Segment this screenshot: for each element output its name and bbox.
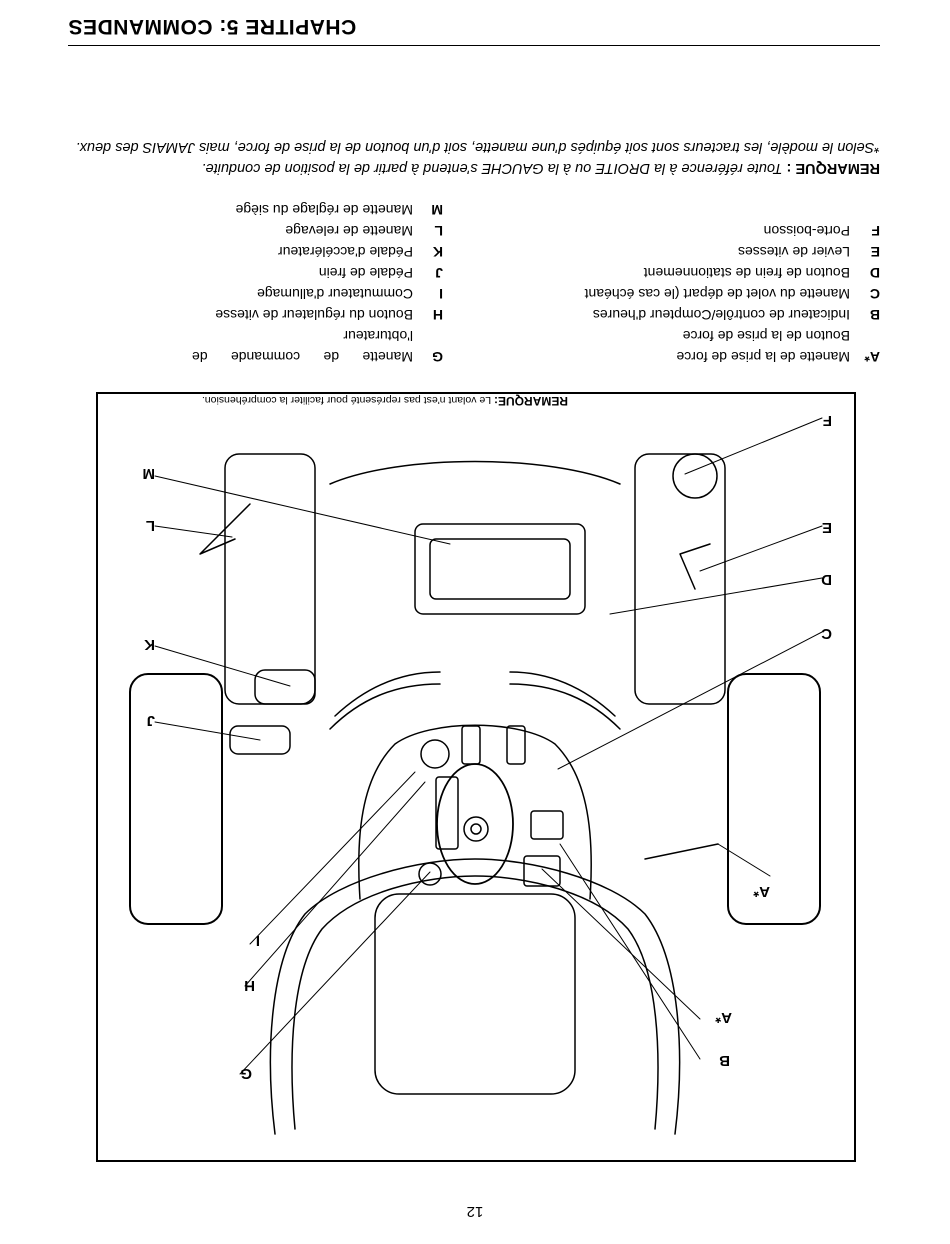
hood (269, 858, 681, 1135)
callout-a-lever: A* (753, 883, 770, 900)
callout-g: G (240, 1065, 252, 1082)
hood-inner (291, 875, 659, 1130)
figure-note: REMARQUE: Le volant n'est pas représenté… (202, 394, 568, 408)
accelerator-pedal (254, 669, 316, 705)
lift-lever (199, 503, 251, 555)
figure-note-label: REMARQUE: (494, 394, 568, 408)
throttle-slot (435, 776, 459, 850)
callout-i: I (255, 932, 260, 949)
leader-j (154, 721, 261, 741)
left-console (634, 453, 726, 705)
dash-switch-b (461, 725, 481, 765)
brake-pedal (229, 725, 291, 755)
leader-l (154, 525, 233, 538)
callout-c: C (821, 625, 832, 642)
callout-l: L (145, 517, 155, 534)
chapter-title: CHAPITRE 5: COMMANDES (68, 15, 357, 38)
vent-left-2 (509, 671, 616, 717)
leader-h (244, 781, 426, 987)
dashboard (358, 724, 592, 900)
hour-meter (530, 810, 564, 840)
callout-a-knob: A* (715, 1009, 732, 1026)
callout-k: K (144, 636, 155, 653)
callout-b: B (719, 1052, 730, 1069)
cup-holder (672, 453, 718, 499)
callout-d: D (821, 571, 832, 588)
vent-left-1 (509, 683, 621, 730)
pto-knob-housing (523, 855, 561, 887)
leader-e (699, 525, 823, 572)
seat-deck (414, 523, 586, 615)
leader-a-knob (541, 868, 701, 1020)
vent-right-2 (334, 671, 441, 717)
leader-a-lever (717, 843, 771, 877)
callout-f: F (822, 412, 832, 429)
header-rule (68, 45, 880, 46)
leader-m (154, 475, 451, 545)
left-front-tire (727, 673, 821, 925)
pto-lever (644, 843, 719, 860)
right-console (224, 453, 316, 705)
seat-deck-inner (429, 538, 571, 600)
leader-i (249, 771, 416, 945)
right-front-tire (129, 673, 223, 925)
dash-switch-a (506, 725, 526, 765)
callout-m: M (142, 465, 156, 482)
callout-e: E (821, 519, 832, 536)
leader-g (239, 871, 431, 1075)
steering-post-inner (470, 823, 482, 835)
leader-c (557, 631, 823, 770)
steering-post-outer (463, 816, 489, 842)
vent-right-1 (329, 683, 441, 730)
leader-d (609, 577, 823, 615)
leader-f (684, 417, 823, 475)
leader-b (559, 843, 701, 1060)
choke-knob (418, 862, 442, 886)
rear-bumper (329, 460, 621, 485)
leader-k (154, 645, 291, 687)
callout-h: H (244, 977, 255, 994)
figure-note-text: Le volant n'est pas représenté pour faci… (201, 394, 492, 406)
callout-j: J (146, 712, 155, 729)
ignition-switch (420, 739, 450, 769)
shift-lever (679, 543, 711, 590)
hood-grille (374, 893, 576, 1095)
